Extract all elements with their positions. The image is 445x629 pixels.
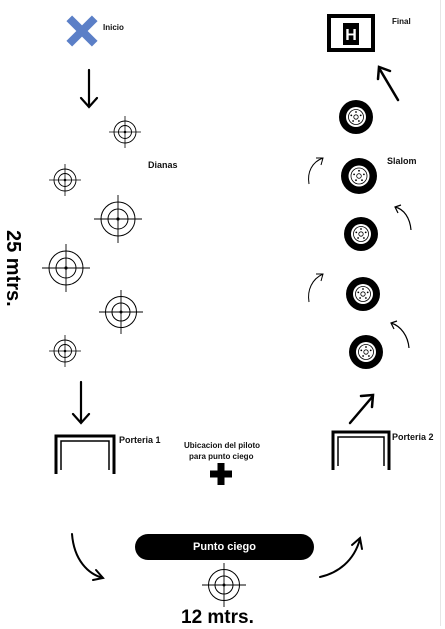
curved-arrow-icon bbox=[319, 536, 363, 578]
finish-label: Final bbox=[392, 17, 411, 26]
small-curved-arrow-icon bbox=[394, 204, 412, 231]
targets-label: Dianas bbox=[148, 160, 178, 170]
target-icon bbox=[109, 116, 141, 148]
target-icon bbox=[99, 290, 143, 334]
start-label: Inicio bbox=[103, 23, 124, 32]
arrow-down-icon bbox=[79, 68, 99, 109]
arrow-up-right-icon bbox=[376, 65, 400, 102]
small-curved-arrow-icon bbox=[308, 273, 324, 303]
target-icon bbox=[49, 164, 81, 196]
tire-icon bbox=[344, 217, 378, 251]
target-icon bbox=[49, 335, 81, 367]
curved-arrow-icon bbox=[71, 533, 105, 581]
slalom-label: Slalom bbox=[387, 156, 417, 166]
pilot-location-line-1: Ubicacion del piloto bbox=[184, 441, 261, 450]
target-icon bbox=[42, 244, 90, 292]
target-icon bbox=[94, 195, 142, 243]
gate-2-label: Porteria 2 bbox=[392, 432, 434, 442]
tire-icon bbox=[349, 335, 383, 369]
target-icon bbox=[202, 563, 246, 607]
tire-icon bbox=[339, 100, 373, 134]
tire-icon bbox=[346, 277, 380, 311]
small-curved-arrow-icon bbox=[390, 320, 410, 349]
small-curved-arrow-icon bbox=[308, 157, 324, 185]
gate-2-icon bbox=[331, 430, 391, 470]
h-sign-icon: H bbox=[327, 14, 375, 52]
gate-1-icon bbox=[54, 434, 116, 474]
pilot-location-line-2: para punto ciego bbox=[189, 452, 254, 461]
page-edge bbox=[440, 0, 441, 626]
arrow-up-right-icon bbox=[348, 393, 375, 425]
length-dimension: 25 mtrs. bbox=[2, 230, 24, 307]
gate-1-label: Porteria 1 bbox=[119, 435, 161, 445]
blind-spot-banner: Punto ciego bbox=[135, 534, 314, 560]
start-cross-icon bbox=[66, 15, 98, 47]
arrow-down-icon bbox=[71, 380, 91, 425]
h-sign-letter: H bbox=[345, 27, 357, 44]
plus-icon bbox=[210, 463, 232, 485]
tire-icon bbox=[341, 158, 377, 194]
width-dimension: 12 mtrs. bbox=[181, 607, 254, 628]
